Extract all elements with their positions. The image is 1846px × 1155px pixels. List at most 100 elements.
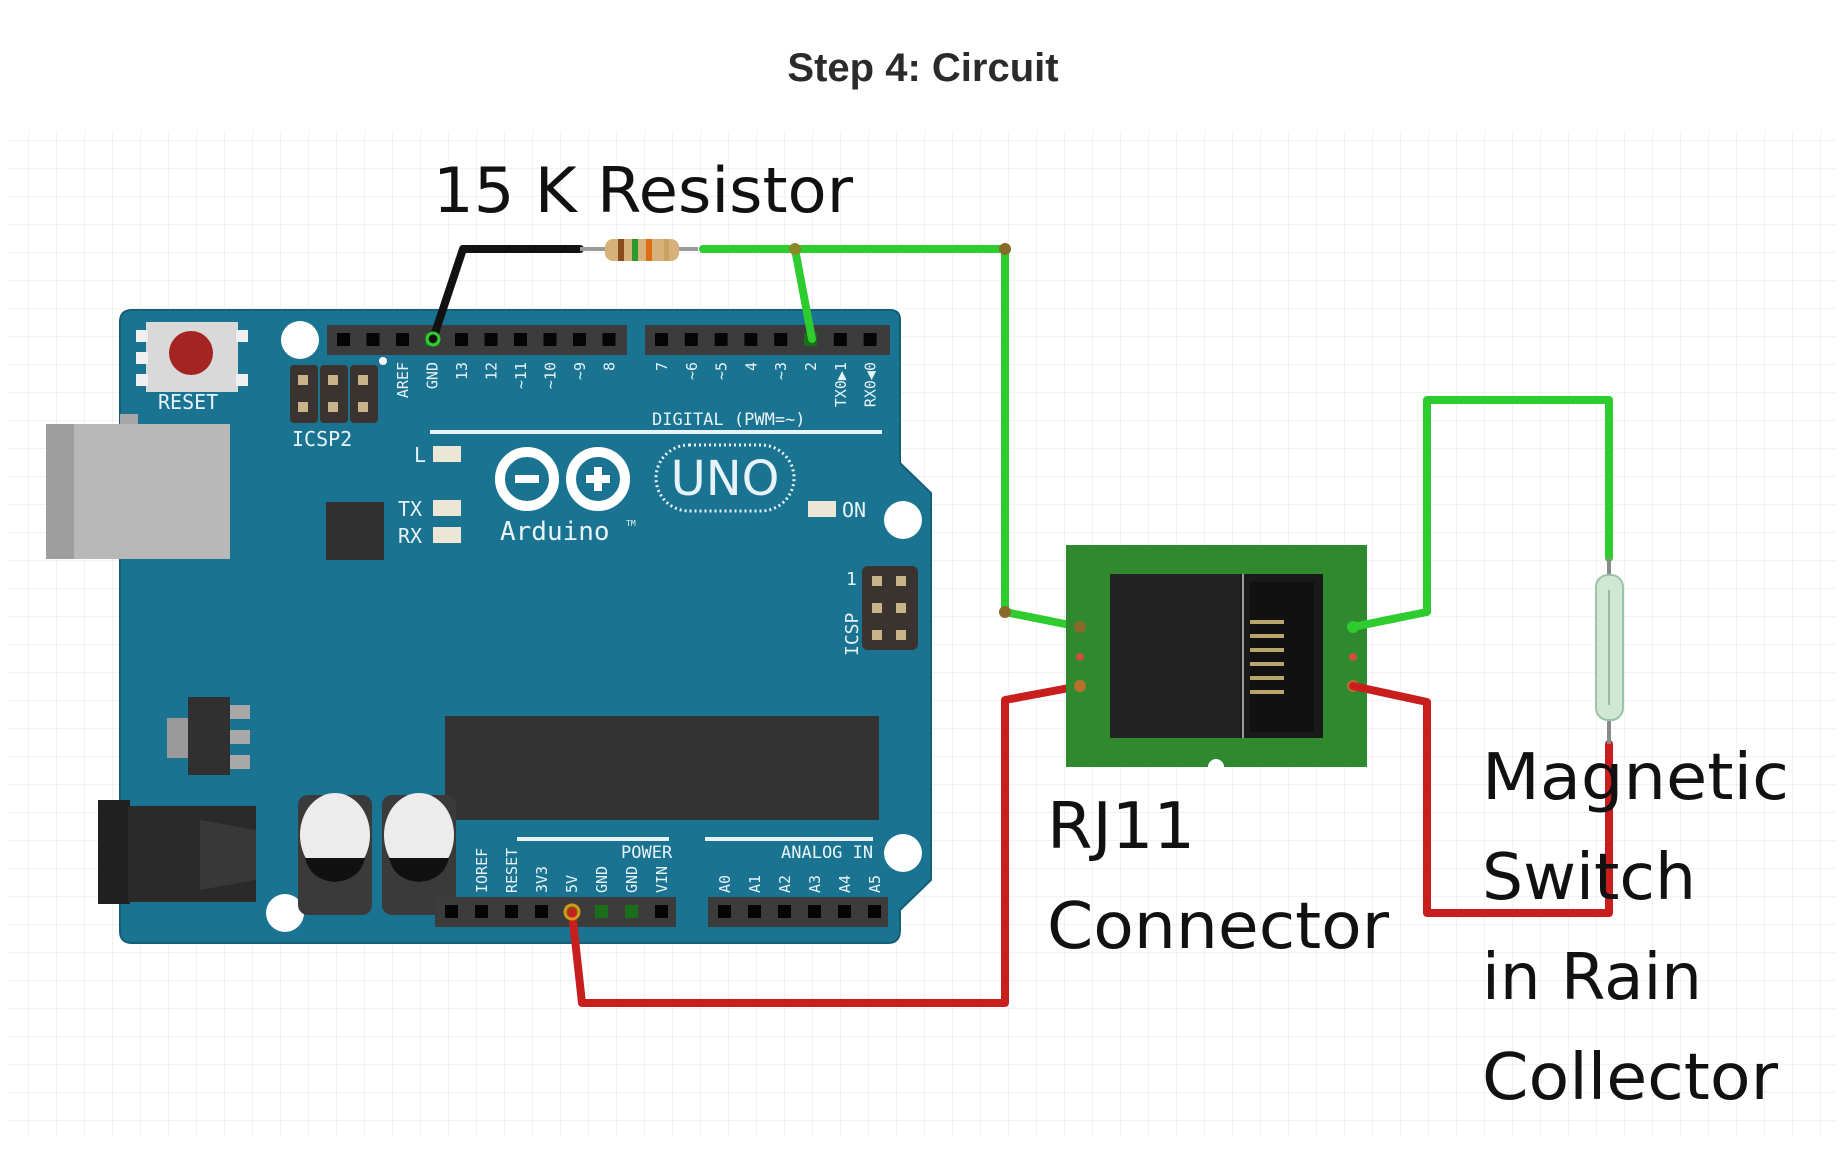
header-socket[interactable] — [838, 905, 851, 918]
page-title: Step 4: Circuit — [787, 46, 1059, 90]
switch-label-line4: Collector — [1482, 1041, 1779, 1115]
wire-junction — [789, 243, 801, 255]
power-pin-label: GND — [623, 866, 641, 893]
header-socket[interactable] — [484, 333, 498, 346]
header-socket[interactable] — [573, 333, 586, 346]
led-l-label: L — [414, 443, 426, 467]
digital-pin-label: ~9 — [571, 362, 589, 380]
header-socket[interactable] — [366, 333, 380, 346]
led-tx — [433, 500, 461, 516]
header-socket[interactable] — [595, 905, 608, 918]
wire-endpoint — [563, 903, 581, 921]
wire-red-5v-to-rj11[interactable] — [568, 682, 1084, 1007]
icsp2-label: ICSP2 — [292, 427, 352, 451]
icsp-header — [862, 566, 918, 650]
header-socket[interactable] — [455, 333, 468, 346]
resistor-label: 15 K Resistor — [433, 154, 854, 227]
uno-model-label: UNO — [671, 451, 780, 507]
analog-pin-label: A2 — [776, 875, 794, 893]
uno-badge-outline — [654, 443, 796, 513]
digital-pin-label: ~10 — [542, 362, 560, 389]
digital-header-right — [645, 325, 890, 355]
header-socket[interactable] — [655, 333, 668, 346]
header-socket[interactable] — [475, 905, 488, 918]
header-socket[interactable] — [602, 333, 616, 346]
header-socket[interactable] — [778, 905, 791, 918]
header-socket[interactable] — [714, 333, 728, 346]
header-socket[interactable] — [684, 333, 698, 346]
trademark-mark: TM — [626, 519, 636, 528]
header-socket[interactable] — [863, 333, 877, 346]
analog-pin-label: A0 — [716, 875, 734, 893]
wire-black-gnd-to-resistor[interactable] — [429, 245, 584, 343]
header-socket[interactable] — [774, 333, 788, 346]
mounting-hole — [884, 834, 922, 872]
digital-pin-label: ~6 — [683, 362, 701, 380]
header-socket[interactable] — [625, 905, 638, 918]
analog-header — [708, 897, 888, 927]
digital-pin-label: ~3 — [772, 362, 790, 380]
header-socket[interactable] — [748, 905, 761, 918]
power-label: POWER — [621, 843, 673, 863]
power-pin-label: 3V3 — [533, 866, 551, 893]
header-socket[interactable] — [337, 333, 350, 346]
header-socket[interactable] — [833, 333, 847, 346]
icsp-pin1-label: 1 — [846, 569, 857, 590]
wire-red-rj11-to-switch[interactable] — [1349, 682, 1613, 917]
switch-label-line3: in Rain — [1482, 941, 1702, 1015]
header-socket[interactable] — [396, 333, 409, 346]
capacitor — [382, 793, 456, 915]
led-rx-label: RX — [398, 524, 422, 548]
resistor-15k[interactable] — [580, 239, 698, 261]
led-l — [433, 446, 461, 462]
power-pin-label: 5V — [563, 875, 581, 893]
led-tx-label: TX — [398, 497, 422, 521]
power-header — [435, 897, 676, 927]
header-socket[interactable] — [543, 333, 557, 346]
header-socket[interactable] — [744, 333, 758, 346]
digital-pin-label: 2 — [802, 362, 820, 371]
arduino-logo — [495, 447, 630, 511]
wire-endpoint — [425, 331, 441, 347]
led-rx — [433, 527, 461, 543]
digital-divider-line — [430, 430, 882, 434]
pin1-marker — [379, 357, 387, 365]
header-socket[interactable] — [445, 905, 458, 918]
analog-pin-label: A4 — [836, 875, 854, 893]
icsp2-header — [290, 365, 378, 423]
digital-pin-label: 7 — [653, 362, 671, 371]
analog-pin-label: A1 — [746, 875, 764, 893]
header-socket[interactable] — [868, 905, 881, 918]
reset-button[interactable] — [136, 322, 248, 392]
icsp-label: ICSP — [842, 612, 863, 656]
power-pin-label: GND — [593, 866, 611, 893]
rj11-label-line1: RJ11 — [1047, 790, 1195, 864]
digital-pin-label: ~5 — [713, 362, 731, 380]
digital-pin-label: TX0▶1 — [832, 362, 850, 407]
header-socket[interactable] — [535, 905, 548, 918]
digital-pin-label: 13 — [453, 362, 471, 380]
header-socket[interactable] — [514, 333, 527, 346]
wire-green-resistor-to-rj11[interactable] — [699, 245, 1084, 631]
header-socket[interactable] — [718, 905, 731, 918]
wire-junction — [999, 243, 1011, 255]
digital-pin-label: ~11 — [512, 362, 530, 389]
header-socket[interactable] — [808, 905, 821, 918]
led-on-label: ON — [842, 498, 866, 522]
magnetic-reed-switch[interactable] — [1595, 558, 1624, 744]
digital-label: DIGITAL (PWM=~) — [652, 410, 806, 430]
header-socket[interactable] — [505, 905, 518, 918]
header-socket[interactable] — [655, 905, 668, 918]
power-pin-label: RESET — [503, 848, 521, 893]
usb-interface-chip — [326, 502, 384, 560]
rj11-connector[interactable] — [1066, 545, 1367, 775]
reset-label: RESET — [158, 390, 218, 414]
wire-junction — [999, 606, 1011, 618]
digital-pin-label: 4 — [742, 362, 760, 371]
wire-green-rj11-to-switch[interactable] — [1349, 396, 1613, 631]
power-pin-label: VIN — [653, 866, 671, 893]
wire-green-to-pin2[interactable] — [791, 245, 816, 343]
capacitor — [298, 793, 372, 915]
switch-label-line1: Magnetic — [1482, 741, 1789, 815]
